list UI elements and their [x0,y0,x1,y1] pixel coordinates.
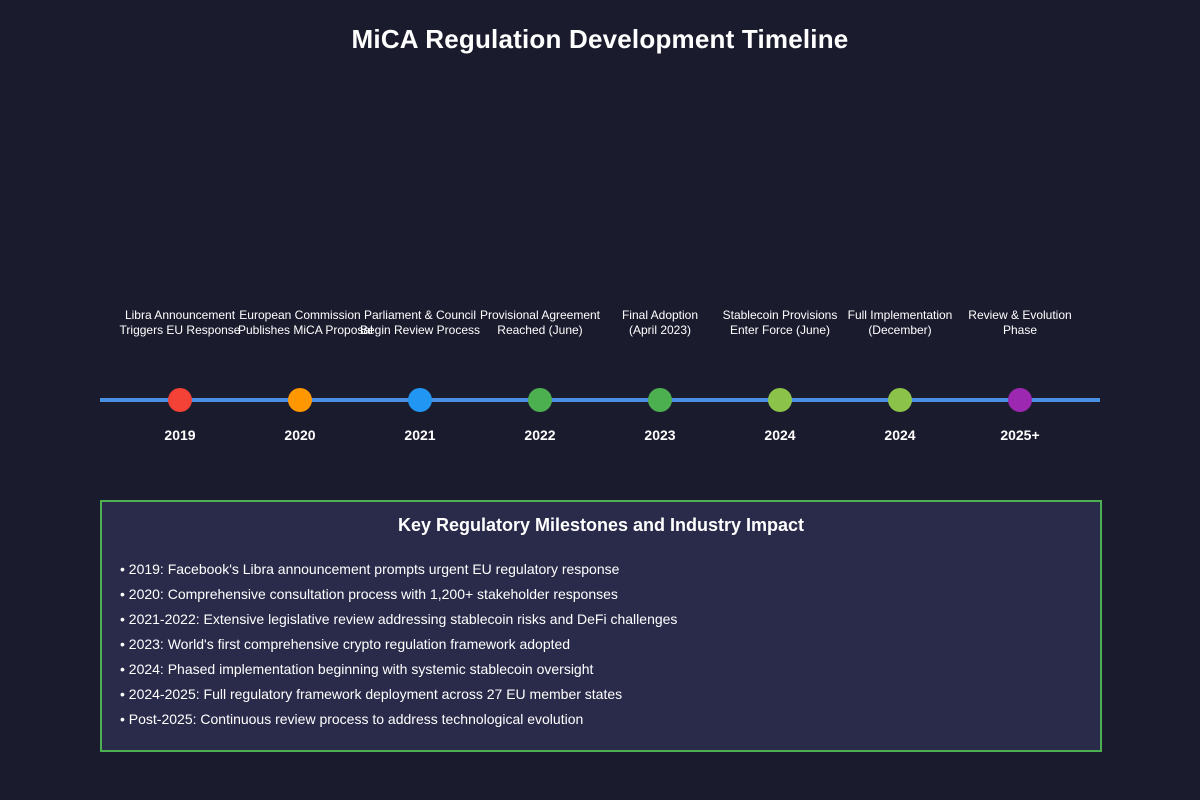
event-label-line: Final Adoption [621,308,699,322]
milestone-item: • 2021-2022: Extensive legislative revie… [120,611,678,627]
event-label-line: (April 2023) [628,323,692,337]
event-label-line: Libra Announcement [124,308,236,322]
milestones-panel: Key Regulatory Milestones and Industry I… [100,500,1102,752]
event-year: 2024 [884,427,916,443]
event-label: Final Adoption(April 2023) [598,308,722,338]
milestones-title: Key Regulatory Milestones and Industry I… [397,515,805,535]
milestone-item: • 2023: World's first comprehensive cryp… [120,636,571,652]
milestone-item: • 2020: Comprehensive consultation proce… [120,586,618,602]
event-marker-dot [528,388,552,412]
event-marker-dot [1008,388,1032,412]
event-label-line: European Commission [239,308,361,322]
event-label-line: Enter Force (June) [729,323,831,337]
event-label-line: (December) [868,323,932,337]
event-year: 2022 [524,427,556,443]
event-marker-dot [648,388,672,412]
event-marker-dot [408,388,432,412]
event-year: 2023 [644,427,676,443]
event-label-line: Review & Evolution [968,308,1072,322]
event-label-line: Publishes MiCA Proposal [238,323,373,337]
event-label-line: Provisional Agreement [479,308,601,322]
milestones-list: • 2019: Facebook's Libra announcement pr… [120,557,677,732]
event-marker-dot [888,388,912,412]
event-label: Full Implementation(December) [838,308,962,338]
timeline-axis [100,398,1100,402]
event-label-line: Reached (June) [497,323,583,337]
event-label-line: Stablecoin Provisions [722,308,838,322]
event-year: 2020 [284,427,316,443]
event-year: 2019 [164,427,196,443]
event-label-line: Triggers EU Response [119,323,241,337]
event-year: 2025+ [1000,427,1040,443]
event-marker-dot [288,388,312,412]
milestone-item: • Post-2025: Continuous review process t… [120,711,584,727]
milestone-item: • 2024: Phased implementation beginning … [120,661,594,677]
milestone-item: • 2019: Facebook's Libra announcement pr… [120,561,620,577]
page-title: MiCA Regulation Development Timeline [351,24,849,54]
event-label-line: Phase [1002,323,1038,337]
milestone-item: • 2024-2025: Full regulatory framework d… [120,686,623,702]
event-label-line: Begin Review Process [359,323,481,337]
event-label-line: Full Implementation [847,308,953,322]
event-year: 2021 [404,427,436,443]
event-marker-dot [168,388,192,412]
event-label-line: Parliament & Council [363,308,477,322]
event-year: 2024 [764,427,796,443]
event-marker-dot [768,388,792,412]
